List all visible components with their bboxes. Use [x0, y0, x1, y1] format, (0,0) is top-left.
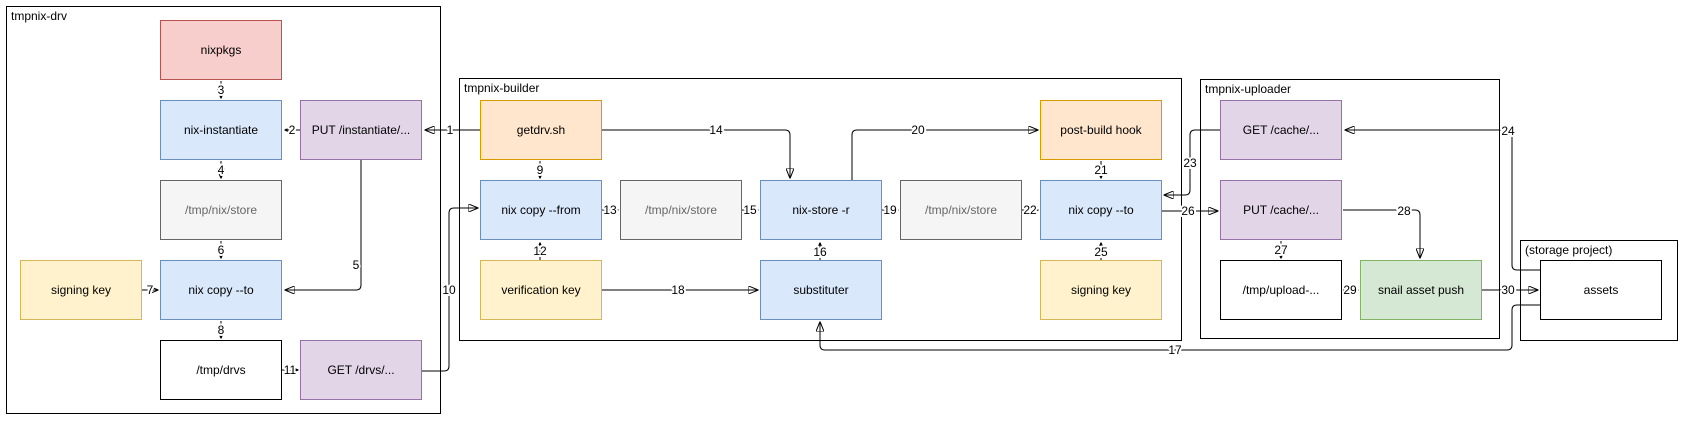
- node-get-cache: GET /cache/...: [1220, 100, 1342, 160]
- arrow-label-1: 1: [447, 123, 454, 137]
- arrow-label-10: 10: [442, 283, 456, 297]
- node-label: /tmp/upload-...: [1242, 282, 1320, 297]
- node-builder-nix-copy-to: nix copy --to: [1040, 180, 1162, 240]
- node-substituter: substituter: [760, 260, 882, 320]
- node-label: GET /drvs/...: [327, 362, 395, 377]
- group-storage-project: (storage project): [1520, 240, 1678, 341]
- arrow-label-17: 17: [1168, 343, 1182, 357]
- node-label: PUT /instantiate/...: [311, 122, 411, 137]
- arrow-label-24: 24: [1501, 124, 1515, 138]
- node-label: nix copy --to: [1068, 202, 1134, 217]
- node-label: nix copy --from: [501, 202, 581, 217]
- node-label: getdrv.sh: [516, 122, 566, 137]
- node-builder-tmp-nix-store-1: /tmp/nix/store: [620, 180, 742, 240]
- node-builder-tmp-nix-store-2: /tmp/nix/store: [900, 180, 1022, 240]
- node-nix-copy-from: nix copy --from: [480, 180, 602, 240]
- node-label: verification key: [501, 282, 581, 297]
- node-assets: assets: [1540, 260, 1662, 320]
- arrow-label-23: 23: [1183, 156, 1197, 170]
- arrow-label-30: 30: [1501, 283, 1515, 297]
- node-drv-signing-key: signing key: [20, 260, 142, 320]
- node-drv-nix-copy-to: nix copy --to: [160, 260, 282, 320]
- node-label: /tmp/nix/store: [644, 202, 718, 217]
- node-snail-asset-push: snail asset push: [1360, 260, 1482, 320]
- node-label: /tmp/nix/store: [924, 202, 998, 217]
- node-nix-store-r: nix-store -r: [760, 180, 882, 240]
- node-label: nix copy --to: [188, 282, 254, 297]
- node-post-build-hook: post-build hook: [1040, 100, 1162, 160]
- node-tmp-upload: /tmp/upload-...: [1220, 260, 1342, 320]
- node-label: substituter: [793, 282, 849, 297]
- node-nix-instantiate: nix-instantiate: [160, 100, 282, 160]
- node-verification-key: verification key: [480, 260, 602, 320]
- node-label: nixpkgs: [200, 42, 242, 57]
- arrow-label-26: 26: [1181, 204, 1195, 218]
- node-label: snail asset push: [1377, 282, 1465, 297]
- node-put-cache: PUT /cache/...: [1220, 180, 1342, 240]
- node-tmp-drvs: /tmp/drvs: [160, 340, 282, 400]
- node-label: signing key: [1070, 282, 1132, 297]
- node-builder-signing-key: signing key: [1040, 260, 1162, 320]
- node-label: /tmp/nix/store: [184, 202, 258, 217]
- group-label-tmpnix-builder: tmpnix-builder: [464, 81, 540, 95]
- node-label: GET /cache/...: [1242, 122, 1320, 137]
- group-label-tmpnix-drv: tmpnix-drv: [11, 9, 68, 23]
- group-label-storage-project: (storage project): [1525, 243, 1613, 257]
- node-label: assets: [1583, 282, 1619, 297]
- node-label: signing key: [50, 282, 112, 297]
- node-label: nix-instantiate: [183, 122, 259, 137]
- group-label-tmpnix-uploader: tmpnix-uploader: [1205, 82, 1292, 96]
- node-drv-tmp-nix-store: /tmp/nix/store: [160, 180, 282, 240]
- node-label: PUT /cache/...: [1243, 202, 1319, 217]
- node-getdrv-sh: getdrv.sh: [480, 100, 602, 160]
- node-nixpkgs: nixpkgs: [160, 20, 282, 80]
- node-label: /tmp/drvs: [196, 362, 246, 377]
- node-get-drvs: GET /drvs/...: [300, 340, 422, 400]
- node-label: post-build hook: [1060, 122, 1142, 137]
- node-put-instantiate: PUT /instantiate/...: [300, 100, 422, 160]
- node-label: nix-store -r: [792, 202, 850, 217]
